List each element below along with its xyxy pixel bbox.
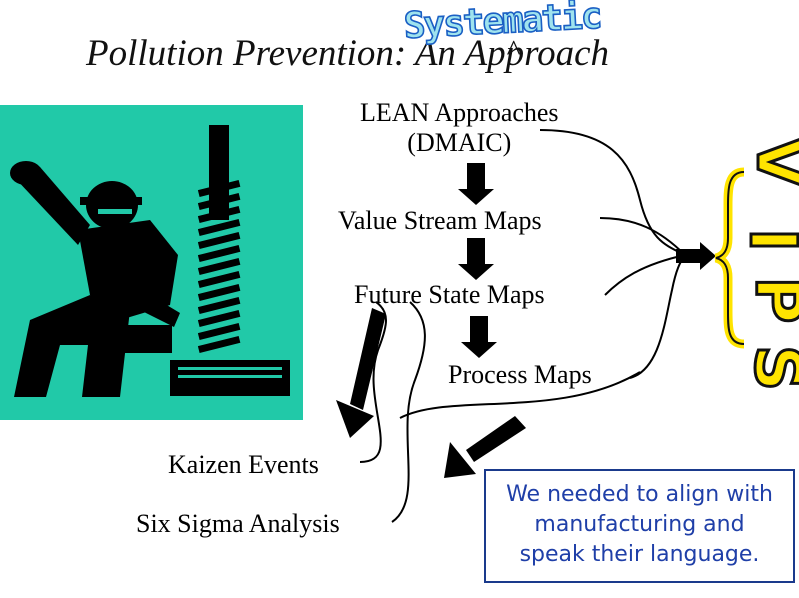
- process-maps-label: Process Maps: [448, 360, 592, 389]
- down-arrow-2: [458, 238, 494, 280]
- future-state-maps-label: Future State Maps: [354, 280, 545, 309]
- slide-title: Pollution Prevention: An Approach: [86, 32, 609, 75]
- title-text: Pollution Prevention: An Approach: [86, 33, 610, 74]
- six-sigma-analysis-label: Six Sigma Analysis: [136, 509, 340, 538]
- note-line-2: manufacturing and: [534, 512, 745, 537]
- lean-approaches-label: LEAN Approaches (DMAIC): [360, 98, 559, 158]
- kaizen-events-label: Kaizen Events: [168, 450, 319, 479]
- worker-pile-driver-icon: [10, 125, 290, 397]
- insertion-caret: ^: [506, 34, 519, 67]
- vips-letter-i: I: [733, 227, 799, 254]
- note-box: We needed to align with manufacturing an…: [484, 469, 795, 583]
- note-line-3: speak their language.: [519, 542, 760, 567]
- down-arrow-1: [458, 163, 494, 205]
- note-line-1: We needed to align with: [506, 482, 773, 507]
- value-stream-maps-label: Value Stream Maps: [338, 206, 542, 235]
- vips-letter-s: S: [739, 343, 799, 392]
- arrow-to-kaizen: [336, 308, 386, 438]
- right-arrow-to-vips: [676, 242, 716, 270]
- worker-pictogram-panel: [0, 105, 303, 420]
- down-arrow-3: [461, 316, 497, 358]
- converging-lines: [359, 129, 686, 523]
- vips-letter-p: P: [739, 275, 799, 325]
- lean-line-1: LEAN Approaches: [360, 98, 559, 127]
- arrow-to-process-six-sigma: [444, 416, 526, 478]
- lean-line-2: (DMAIC): [407, 128, 512, 157]
- vips-letter-v: V: [740, 136, 799, 189]
